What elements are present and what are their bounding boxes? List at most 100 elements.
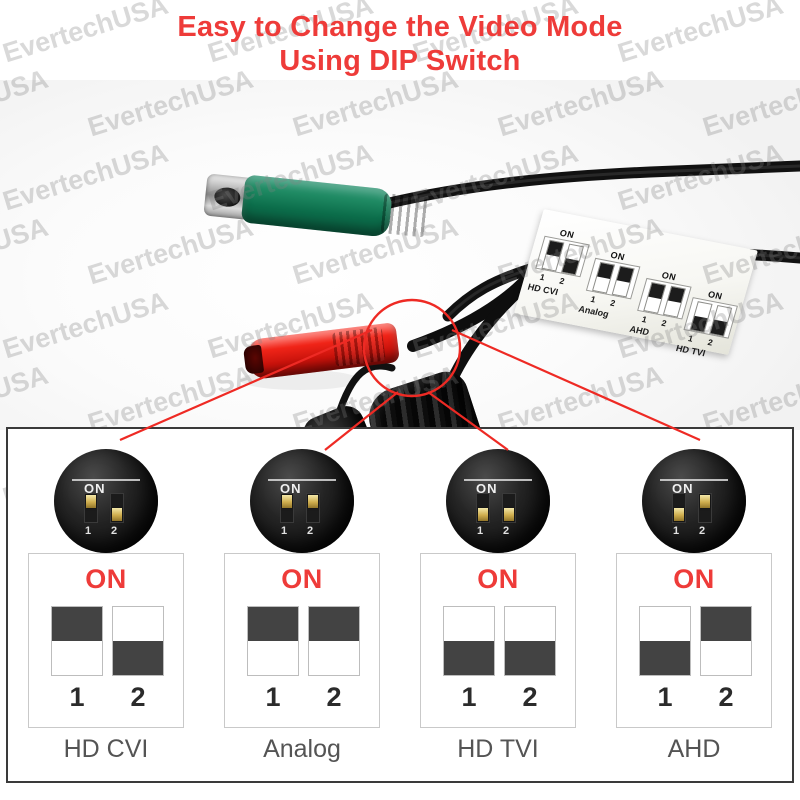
diagram-switch-lever: [248, 607, 298, 641]
sticker-switch-lever: [562, 258, 579, 275]
diagram-switch-lever: [505, 641, 555, 675]
dc-socket-hole: [242, 344, 265, 375]
dip-photo-nub: [308, 495, 318, 508]
sticker-switch-number: 2: [558, 275, 566, 287]
diagram-switch-1: [639, 606, 691, 676]
dip-photo-switch-2: [698, 493, 712, 523]
sticker-switch-lever: [690, 315, 708, 332]
dip-photo-switch-1: [672, 493, 686, 523]
dip-diagram-analog: ON 1 2: [224, 553, 380, 728]
diagram-switch-1: [247, 606, 299, 676]
sticker-switch-number: 1: [538, 271, 547, 283]
sticker-switch-lever: [648, 283, 666, 300]
diagram-on-label: ON: [85, 564, 127, 594]
dip-photo-nub: [86, 495, 96, 508]
diagram-switch-lever: [52, 607, 102, 641]
diagram-switch-number: 1: [265, 682, 281, 712]
dip-diagram-hd-cvi: ON 1 2: [28, 553, 184, 728]
sticker-switch-2: [560, 243, 585, 276]
sticker-switch-lever: [710, 319, 728, 336]
dip-photo-nub: [112, 508, 122, 521]
dip-photo-switch-1: [84, 493, 98, 523]
diagram-switch-lever: [640, 641, 690, 675]
diagram-switch-lever: [444, 641, 494, 675]
diagram-switch-lever: [701, 607, 751, 641]
dip-photo-on-label: ON: [280, 481, 302, 496]
dip-switch-photo-analog: ON 1 2: [250, 449, 354, 553]
sticker-switch-number: 2: [660, 317, 668, 329]
dip-photo-nub: [504, 508, 514, 521]
sticker-switch-lever: [616, 266, 634, 283]
title-line-1: Easy to Change the Video Mode: [177, 11, 623, 43]
dip-photo-number: 2: [111, 525, 118, 537]
sticker-switch-1: [643, 281, 667, 314]
dip-photo-bar: [72, 479, 140, 481]
dip-photo-on-label: ON: [476, 481, 498, 496]
diagram-switch-number: 2: [326, 682, 342, 712]
sticker-switch-2: [709, 304, 733, 337]
diagram-switch-2: [504, 606, 556, 676]
diagram-switch-number: 1: [657, 682, 673, 712]
title-line-2: Using DIP Switch: [279, 45, 521, 77]
dip-photo-switch-2: [502, 493, 516, 523]
dip-photo-number: 2: [307, 525, 314, 537]
diagram-switch-1: [51, 606, 103, 676]
dip-photo-number: 1: [477, 525, 484, 537]
sticker-switch-lever: [668, 286, 685, 303]
sticker-switch-box: [637, 277, 692, 320]
dip-photo-number: 2: [503, 525, 510, 537]
diagram-on-label: ON: [477, 564, 519, 594]
diagram-switch-2: [308, 606, 360, 676]
sticker-switch-box: [535, 235, 590, 278]
sticker-switch-number: 1: [686, 333, 695, 344]
dip-photo-bar: [660, 479, 728, 481]
dip-photo-bar: [268, 479, 336, 481]
sticker-switch-box: [585, 257, 641, 300]
diagram-switch-lever: [113, 641, 163, 675]
sticker-switch-2: [662, 285, 686, 318]
dip-photo-number: 1: [85, 525, 92, 537]
dip-photo-number: 1: [281, 525, 288, 537]
diagram-switch-1: [443, 606, 495, 676]
dip-photo-number: 2: [699, 525, 706, 537]
diagram-switch-lever: [309, 607, 359, 641]
dip-switch-photo-hd-cvi: ON 1 2: [54, 449, 158, 553]
diagram-switch-number: 2: [522, 682, 538, 712]
dip-photo-nub: [282, 495, 292, 508]
sticker-switch-2: [611, 265, 635, 298]
dip-photo-bar: [464, 479, 532, 481]
sticker-switch-number: 1: [640, 314, 649, 325]
sticker-switch-1: [689, 301, 713, 333]
diagram-switch-number: 2: [718, 682, 734, 712]
dip-diagram-hd-tvi: ON 1 2: [420, 553, 576, 728]
sticker-switch-number: 2: [609, 297, 617, 309]
diagram-switch-2: [700, 606, 752, 676]
dip-photo-on-label: ON: [84, 481, 106, 496]
sticker-switch-lever: [546, 240, 564, 257]
diagram-switch-number: 2: [130, 682, 146, 712]
sticker-switch-lever: [597, 262, 614, 279]
dip-photo-nub: [700, 495, 710, 508]
diagram-switch-number: 1: [69, 682, 85, 712]
mode-label-analog: Analog: [263, 735, 341, 763]
dip-photo-nub: [674, 508, 684, 521]
dip-photo-on-label: ON: [672, 481, 694, 496]
diagram-on-label: ON: [281, 564, 323, 594]
sticker-switch-number: 1: [589, 293, 597, 305]
mode-label-hd-cvi: HD CVI: [63, 735, 149, 763]
bnc-grip-rings: [380, 193, 429, 238]
sticker-switch-number: 2: [706, 337, 714, 348]
dip-photo-nub: [478, 508, 488, 521]
diagram-switch-number: 1: [461, 682, 477, 712]
